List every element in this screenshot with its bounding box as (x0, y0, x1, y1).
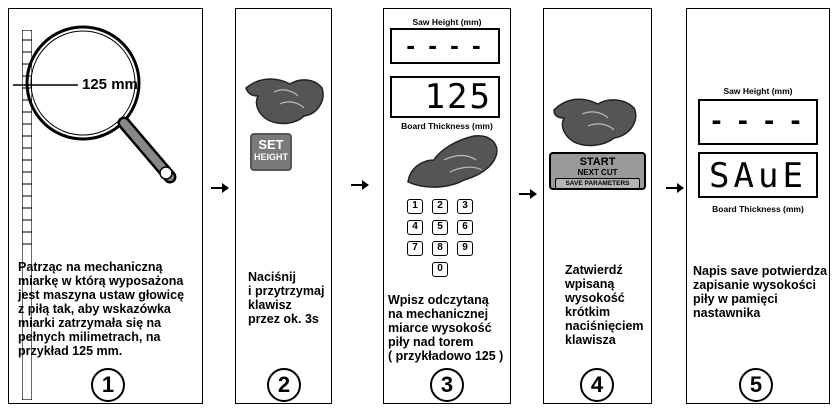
step-2-text: Naciśnij i przytrzymaj klawisz przez ok.… (248, 270, 325, 326)
arrow-right-icon (211, 183, 229, 193)
step-5-number: 5 (739, 368, 773, 402)
step-1-panel (8, 8, 203, 404)
key-4[interactable]: 4 (407, 220, 423, 235)
step-4-panel (543, 8, 652, 404)
start-next-cut-button[interactable]: START NEXT CUT SAVE PARAMETERS (549, 152, 646, 190)
save-parameters-label: SAVE PARAMETERS (555, 178, 640, 189)
board-thickness-display: SAuE (698, 152, 818, 198)
start-button-line1: START (579, 156, 616, 168)
step-2-number: 2 (267, 368, 301, 402)
key-2[interactable]: 2 (432, 199, 448, 214)
hand-pressing-icon (407, 135, 498, 188)
key-6[interactable]: 6 (457, 220, 473, 235)
key-3[interactable]: 3 (457, 199, 473, 214)
board-thickness-display: 125 (390, 76, 500, 118)
ruler-icon (22, 30, 32, 400)
hand-pressing-icon (553, 98, 637, 147)
board-thickness-label: Board Thickness (mm) (712, 204, 804, 214)
key-9[interactable]: 9 (457, 241, 473, 256)
arrow-right-icon (666, 183, 684, 193)
board-thickness-value: 125 (424, 77, 492, 117)
step-5-text: Napis save potwierdza zapisanie wysokośc… (693, 264, 828, 320)
saw-height-label: Saw Height (mm) (723, 86, 793, 96)
step-1-text: Patrząc na mechaniczną miarkę w którą wy… (18, 260, 185, 358)
key-5[interactable]: 5 (432, 220, 448, 235)
step-4-number: 4 (580, 368, 614, 402)
set-height-button-line1: SET (258, 137, 284, 152)
saw-height-label: Saw Height (mm) (412, 17, 482, 27)
board-thickness-label: Board Thickness (mm) (401, 121, 493, 131)
step-4-text: Zatwierdź wpisaną wysokość krótkim naciś… (565, 263, 644, 347)
step-3-number: 3 (430, 368, 464, 402)
arrow-right-icon (351, 180, 369, 190)
step-5-panel (686, 8, 830, 404)
saw-height-value: - - - - (711, 104, 805, 137)
key-8[interactable]: 8 (432, 241, 448, 256)
saw-height-display: - - - - (390, 28, 500, 64)
hand-pressing-icon (245, 78, 324, 125)
saw-height-value: - - - - (406, 30, 484, 60)
key-7[interactable]: 7 (407, 241, 423, 256)
step-1-number: 1 (91, 368, 125, 402)
key-0[interactable]: 0 (432, 262, 448, 277)
set-height-button-line2: HEIGHT (253, 152, 288, 162)
key-1[interactable]: 1 (407, 199, 423, 214)
board-thickness-value: SAuE (709, 156, 807, 196)
saw-height-display: - - - - (698, 99, 818, 145)
step-2-panel (235, 8, 332, 404)
arrow-right-icon (519, 189, 537, 199)
gauge-reading: 125 mm (82, 76, 138, 93)
magnifier-icon (13, 25, 177, 184)
set-height-button[interactable]: SET HEIGHT (250, 133, 292, 171)
start-button-line2: NEXT CUT (577, 168, 618, 177)
step-3-text: Wpisz odczytaną na mechanicznej miarce w… (388, 293, 504, 363)
